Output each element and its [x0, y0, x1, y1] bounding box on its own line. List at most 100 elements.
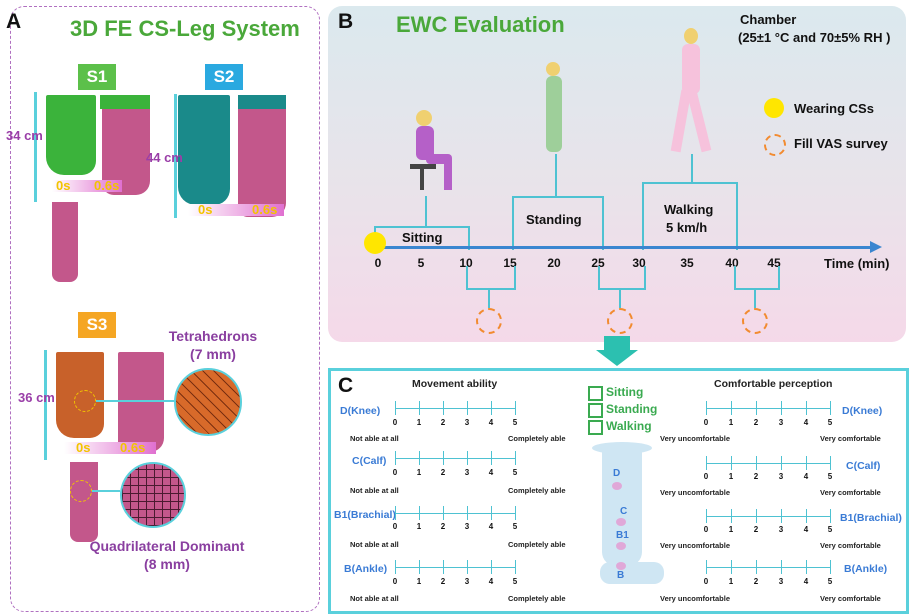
comf-row1-low: Very uncomfortable — [660, 434, 731, 443]
s3-leg-upper-right — [118, 352, 164, 452]
move-row3-num4: 4 — [488, 522, 494, 531]
comf-row3-num5: 5 — [827, 525, 833, 534]
quad-label: Quadrilateral Dominant — [89, 538, 245, 554]
standing-step — [512, 196, 604, 250]
s3-height-arrow — [44, 350, 47, 460]
tick-10: 10 — [459, 256, 473, 270]
axis-label: Time (min) — [824, 256, 890, 271]
vas-bracket-2 — [598, 266, 646, 290]
comf-row1-tick0 — [706, 401, 707, 415]
s3-t1: 0.6s — [120, 440, 146, 455]
leg-point-b1-label: B1 — [616, 530, 629, 541]
s2-height-label: 44 cm — [146, 150, 183, 165]
phase-standing: Standing — [526, 212, 582, 227]
comf-row2-tick5 — [830, 456, 831, 470]
walking-figure — [670, 28, 712, 154]
comf-row2-low: Very uncomfortable — [660, 488, 731, 497]
comf-row2-tick3 — [781, 456, 782, 470]
move-row3-high: Completely able — [508, 540, 566, 549]
comf-row4-high: Very comfortable — [820, 594, 881, 603]
move-row3-tick0 — [395, 506, 396, 520]
vas-stem-3 — [754, 288, 756, 308]
quad-connector — [92, 490, 120, 492]
move-row2-num3: 3 — [464, 468, 470, 477]
flow-arrowhead — [596, 350, 638, 366]
check-standing-box[interactable] — [588, 403, 603, 418]
tick-25: 25 — [591, 256, 605, 270]
move-row4-tick0 — [395, 560, 396, 574]
move-row1-num5: 5 — [512, 418, 518, 427]
quad-marker — [70, 480, 92, 502]
move-row4-location: B(Ankle) — [344, 563, 388, 575]
legend-wear-label: Wearing CSs — [794, 101, 874, 116]
move-row2-num5: 5 — [512, 468, 518, 477]
move-row3-num5: 5 — [512, 522, 518, 531]
tetra-connector — [96, 400, 174, 402]
comf-row4-num5: 5 — [827, 577, 833, 586]
tetra-marker — [74, 390, 96, 412]
comf-row2-location: C(Calf) — [846, 460, 881, 472]
check-sitting-label: Sitting — [606, 385, 644, 399]
s1-leg-lower — [52, 202, 78, 282]
move-row2-location: C(Calf) — [352, 455, 387, 467]
s2-leg-right — [238, 95, 286, 217]
comf-row4-tick0 — [706, 560, 707, 574]
vas-circle-2 — [607, 308, 633, 334]
comf-row4-location: B(Ankle) — [844, 563, 888, 575]
phase-sitting: Sitting — [402, 230, 443, 245]
s2-leg-left — [178, 95, 230, 205]
move-row4-tick4 — [491, 560, 492, 574]
move-row3-location: B1(Brachial) — [334, 509, 396, 521]
leg-point-b1 — [616, 542, 626, 550]
comf-row1-num2: 2 — [753, 418, 759, 427]
comf-row3-tick4 — [806, 509, 807, 523]
tick-35: 35 — [680, 256, 694, 270]
comf-row1-num4: 4 — [803, 418, 809, 427]
s3-t0: 0s — [76, 440, 91, 455]
move-row4-tick1 — [419, 560, 420, 574]
check-walking-box[interactable] — [588, 420, 603, 435]
comf-row1-num1: 1 — [728, 418, 734, 427]
panel-c — [328, 368, 909, 614]
move-row1-location: D(Knee) — [340, 405, 381, 417]
s2-leg-right-top — [238, 95, 286, 109]
comf-row3-high: Very comfortable — [820, 541, 881, 550]
comf-row2-num4: 4 — [803, 472, 809, 481]
s2-t0: 0s — [198, 202, 213, 217]
move-row3-tick4 — [491, 506, 492, 520]
move-row4-tick2 — [443, 560, 444, 574]
comf-row3-line — [706, 516, 830, 517]
comf-row4-tick5 — [830, 560, 831, 574]
comf-row4-tick2 — [756, 560, 757, 574]
comf-row3-tick1 — [731, 509, 732, 523]
vas-stem-1 — [488, 288, 490, 308]
comf-row1-tick1 — [731, 401, 732, 415]
move-row1-tick1 — [419, 401, 420, 415]
panel-b — [328, 6, 906, 342]
leg-point-b-label: B — [617, 570, 625, 581]
leg-point-c-label: C — [620, 506, 628, 517]
sitting-figure-stem — [425, 196, 427, 226]
s1-tag: S1 — [78, 64, 116, 90]
move-row4-tick5 — [515, 560, 516, 574]
move-row1-line — [395, 408, 515, 409]
s2-time-arrow — [188, 204, 284, 216]
move-row3-line — [395, 513, 515, 514]
move-row2-num1: 1 — [416, 468, 422, 477]
legend-vas-label: Fill VAS survey — [794, 136, 888, 151]
tick-15: 15 — [503, 256, 517, 270]
check-walking-label: Walking — [606, 419, 652, 433]
move-row4-num3: 3 — [464, 577, 470, 586]
move-row4-num1: 1 — [416, 577, 422, 586]
comf-row2-high: Very comfortable — [820, 488, 881, 497]
vas-circle-3 — [742, 308, 768, 334]
tick-5: 5 — [417, 256, 425, 270]
comf-row2-line — [706, 463, 830, 464]
comf-row4-num3: 3 — [778, 577, 784, 586]
tetra-size: (7 mm) — [190, 346, 236, 362]
tick-0: 0 — [374, 256, 382, 270]
check-sitting-box[interactable] — [588, 386, 603, 401]
move-row2-tick4 — [491, 451, 492, 465]
comf-row4-tick4 — [806, 560, 807, 574]
move-row1-num2: 2 — [440, 418, 446, 427]
